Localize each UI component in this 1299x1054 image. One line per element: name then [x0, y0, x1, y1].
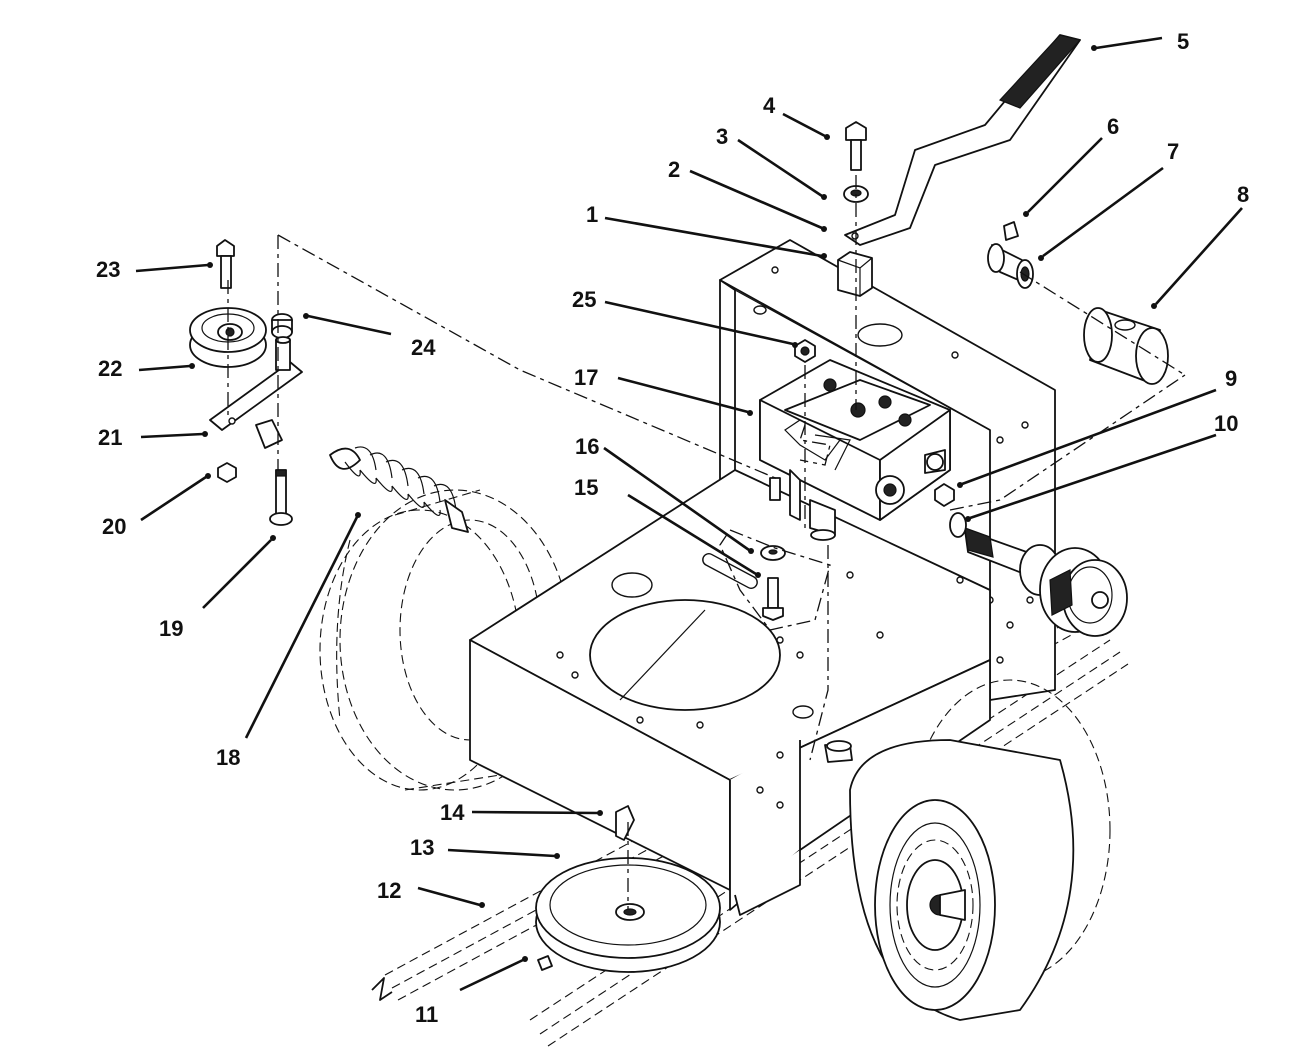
- bolt-4: [845, 121, 867, 171]
- callout-17: 17: [574, 365, 598, 390]
- callout-labels: 1 2 3 4 5 6 7 8 9 10 11 12 13 14 15 16 1…: [96, 29, 1249, 1027]
- callout-15: 15: [574, 475, 598, 500]
- input-pulley: [964, 527, 1128, 637]
- spring-18: [329, 446, 469, 533]
- callout-14: 14: [440, 800, 465, 825]
- upright-plate: [719, 239, 1056, 701]
- leader-lines: [135, 36, 1243, 992]
- callout-20: 20: [102, 514, 126, 539]
- front-wheel: [849, 679, 1111, 1021]
- callout-2: 2: [668, 157, 680, 182]
- callout-9: 9: [1225, 366, 1237, 391]
- bolt-23: [216, 239, 235, 289]
- callout-10: 10: [1214, 411, 1238, 436]
- nut-25: [794, 339, 816, 363]
- callout-18: 18: [216, 745, 240, 770]
- callout-24: 24: [411, 335, 436, 360]
- fitting-6: [1003, 221, 1019, 241]
- callout-7: 7: [1167, 139, 1179, 164]
- callout-13: 13: [410, 835, 434, 860]
- callout-22: 22: [98, 356, 122, 381]
- callout-19: 19: [159, 616, 183, 641]
- callout-12: 12: [377, 878, 401, 903]
- washer-16: [760, 545, 786, 561]
- key-14: [615, 805, 635, 841]
- gear-case: [759, 359, 951, 541]
- callout-1: 1: [586, 202, 598, 227]
- callout-4: 4: [763, 93, 776, 118]
- nut-9: [934, 483, 955, 507]
- bolt-15: [762, 577, 784, 621]
- callout-3: 3: [716, 124, 728, 149]
- callout-21: 21: [98, 425, 122, 450]
- callout-16: 16: [575, 434, 599, 459]
- setscrew-11: [537, 955, 553, 971]
- shift-lever: [844, 34, 1082, 246]
- callout-6: 6: [1107, 114, 1119, 139]
- callout-11: 11: [415, 1002, 438, 1027]
- nut-20: [217, 462, 237, 483]
- shoulder-bolt-19: [269, 469, 293, 526]
- bushing-7: [987, 243, 1034, 289]
- block-1: [837, 251, 873, 297]
- spacer-24: [271, 313, 293, 339]
- callout-23: 23: [96, 257, 120, 282]
- callout-5: 5: [1177, 29, 1189, 54]
- callout-8: 8: [1237, 182, 1249, 207]
- sleeve-8: [1083, 307, 1169, 385]
- idler-arm-21: [209, 336, 303, 449]
- frame-plate: [469, 469, 991, 916]
- output-pulley: [535, 857, 721, 973]
- callout-25: 25: [572, 287, 596, 312]
- retaining-ring-10: [949, 512, 967, 538]
